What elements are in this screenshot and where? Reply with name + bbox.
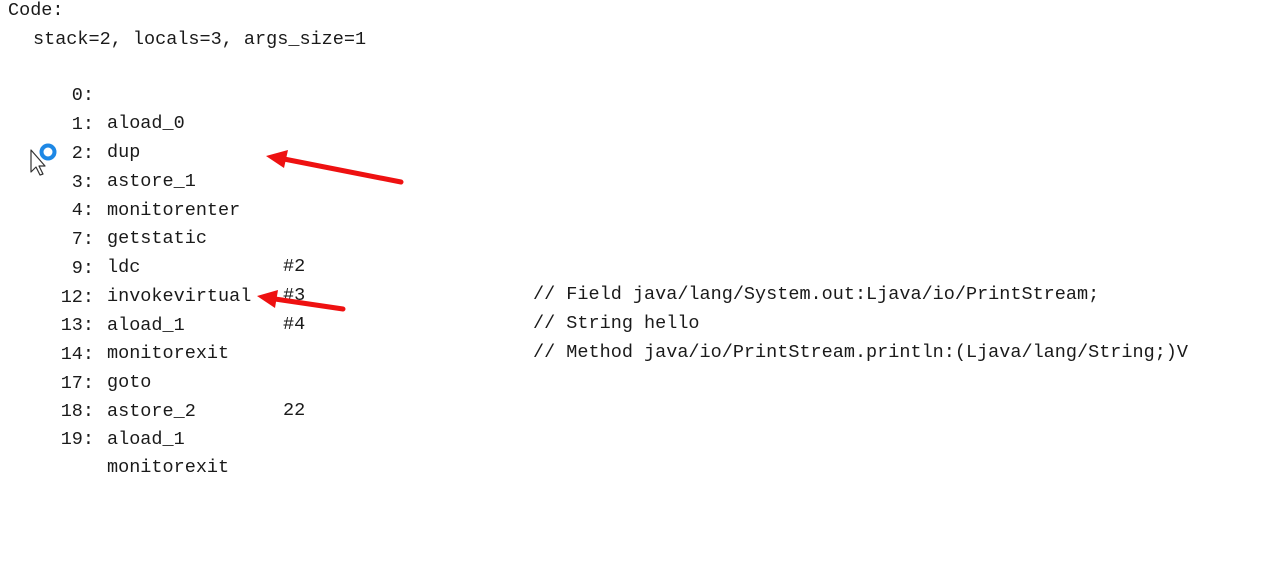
- instruction-row: 2: astore_1: [0, 112, 1285, 192]
- instruction-offset: 3:: [71, 172, 94, 193]
- instruction-opcode: astore_1: [107, 171, 196, 192]
- instruction-opcode: aload_0: [107, 113, 185, 134]
- instruction-opcode: ldc: [107, 257, 141, 278]
- instruction-arg: #2: [283, 256, 306, 277]
- instruction-offset: 14:: [60, 344, 94, 365]
- instruction-offset: 7:: [71, 229, 94, 250]
- instruction-comment: // String hello: [533, 313, 700, 334]
- instruction-row: 7: ldc #3 // String hello: [0, 198, 1285, 334]
- instruction-offset: 4:: [71, 200, 94, 221]
- instruction-opcode: monitorenter: [107, 200, 241, 221]
- instruction-row: 9: invokevirtual #4 // Method java/io/Pr…: [0, 227, 1285, 363]
- instruction-row: 19: monitorexit: [0, 398, 1285, 478]
- instruction-arg: 22: [283, 400, 306, 421]
- instruction-row: 0: aload_0: [0, 54, 1285, 134]
- instruction-opcode: monitorexit: [107, 457, 230, 478]
- bytecode-listing: Code: stack=2, locals=3, args_size=1 0: …: [0, 0, 1285, 478]
- instruction-offset: 18:: [60, 401, 94, 422]
- instruction-offset: 17:: [60, 373, 94, 394]
- instruction-offset: 9:: [71, 258, 94, 279]
- instruction-row: 18: aload_1: [0, 370, 1285, 450]
- instruction-row: 12: aload_1: [0, 256, 1285, 336]
- instruction-opcode: aload_1: [107, 429, 185, 450]
- instruction-row: 13: monitorexit: [0, 284, 1285, 364]
- instruction-comment: // Method java/io/PrintStream.println:(L…: [533, 342, 1189, 363]
- instruction-offset: 0:: [71, 85, 94, 106]
- instruction-offset: 2:: [71, 143, 94, 164]
- instruction-row: 3: monitorenter: [0, 141, 1285, 221]
- instruction-row: 4: getstatic #2 // Field java/lang/Syste…: [0, 169, 1285, 305]
- instruction-offset: 1:: [71, 114, 94, 135]
- instruction-opcode: monitorexit: [107, 343, 230, 364]
- instruction-opcode: invokevirtual: [107, 286, 252, 307]
- instruction-opcode: goto: [107, 372, 152, 393]
- instruction-row: 1: dup: [0, 83, 1285, 163]
- instruction-opcode: astore_2: [107, 401, 196, 422]
- instruction-offset: 19:: [60, 429, 94, 450]
- instruction-offset: 12:: [60, 287, 94, 308]
- instruction-row: 17: astore_2: [0, 342, 1285, 422]
- instruction-offset: 13:: [60, 315, 94, 336]
- instruction-arg: #4: [283, 314, 306, 335]
- stack-info: stack=2, locals=3, args_size=1: [33, 29, 367, 50]
- code-label: Code:: [8, 0, 64, 21]
- instruction-comment: // Field java/lang/System.out:Ljava/io/P…: [533, 284, 1100, 305]
- instruction-opcode: dup: [107, 142, 141, 163]
- instruction-opcode: aload_1: [107, 315, 185, 336]
- instruction-row: 14: goto 22: [0, 313, 1285, 421]
- instruction-opcode: getstatic: [107, 228, 207, 249]
